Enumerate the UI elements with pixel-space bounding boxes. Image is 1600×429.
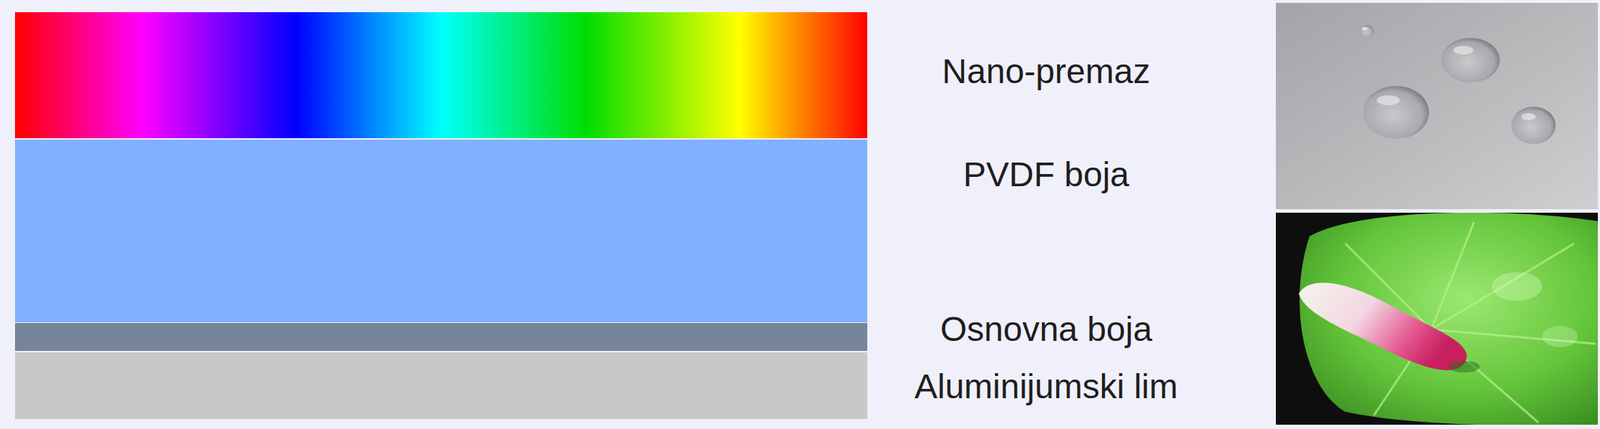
water-droplets [1359,25,1556,144]
layer-label: Osnovna boja [940,310,1153,349]
aluminium-layer [15,352,868,419]
lotus-leaf-photo [1275,212,1598,425]
layer-label: Nano-premaz [942,52,1151,91]
layer-label: Aluminijumski lim [914,367,1178,406]
pvdf-layer [15,139,868,323]
layer-label: PVDF boja [963,155,1130,194]
nano-coating-layer [15,12,868,139]
droplet-photo [1275,2,1598,209]
primer-layer [15,322,868,351]
